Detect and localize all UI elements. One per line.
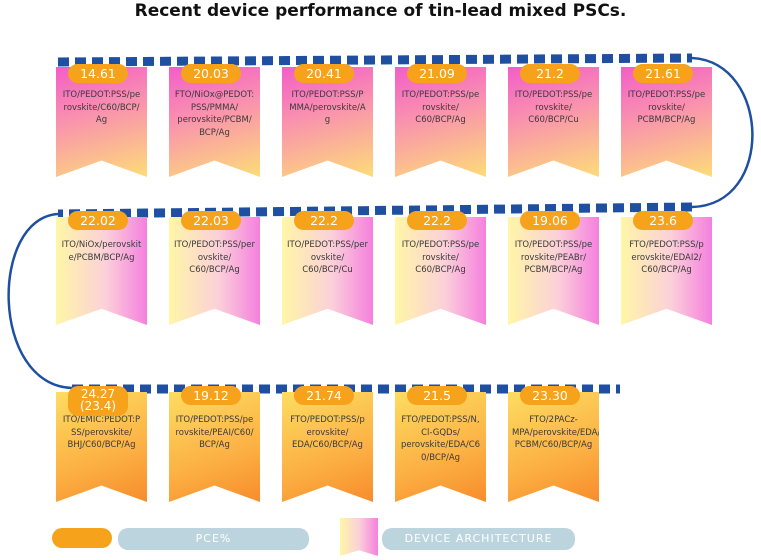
architecture-text: FTO/NiOx@PEDOT: PSS/PMMA/ perovskite/PCB… [174,90,255,138]
diagram-title: Recent device performance of tin-lead mi… [134,1,627,21]
architecture-card: ITO/PEDOT:PSS/pe rovskite/PEABr/ PCBM/BC… [508,217,599,325]
architecture-text: ITO/PEDOT:PSS/P MMA/perovskite/A g [289,90,366,125]
legend-architecture-label: DEVICE ARCHITECTURE [382,528,575,550]
architecture-card: ITO/PEDOT:PSS/pe rovskite/ C60/BCP/Ag [395,67,486,177]
architecture-card: ITO/PEDOT:PSS/pe rovskite/C60/BCP/ Ag [56,67,147,177]
architecture-text: ITO/EMIC:PEDOT:P SS/perovskite/ BHJ/C60/… [62,415,141,450]
architecture-text: FTO/PEDOT:PSS/p erovskite/EDAI2/ C60/BCP… [629,240,704,275]
architecture-card: FTO/PEDOT:PSS/N, Cl-GQDs/ perovskite/EDA… [395,392,486,502]
pce-badge: 19.06 [520,211,580,230]
pce-badge: 23.6 [633,211,693,230]
architecture-card: FTO/NiOx@PEDOT: PSS/PMMA/ perovskite/PCB… [169,67,260,177]
pce-badge: 22.2 [407,211,467,230]
pce-badge: 24.27 (23.4) [68,386,128,416]
architecture-text: FTO/PEDOT:PSS/p erovskite/ EDA/C60/BCP/A… [290,415,365,450]
architecture-card: ITO/PEDOT:PSS/per ovskite/ C60/BCP/Cu [282,217,373,325]
architecture-card: ITO/PEDOT:PSS/pe rovskite/PEAI/C60/ BCP/… [169,392,260,502]
legend-architecture-swatch [340,518,378,556]
pce-badge: 19.12 [181,386,241,405]
architecture-text: FTO/2PACz- MPA/perovskite/EDA/ PCBM/C60/… [512,415,601,450]
architecture-text: ITO/PEDOT:PSS/per ovskite/ C60/BCP/Ag [173,240,255,275]
pce-badge: 21.09 [407,64,467,83]
pce-badge: 14.61 [68,64,128,83]
architecture-text: ITO/PEDOT:PSS/pe rovskite/ C60/BCP/Cu [514,90,593,125]
pce-badge: 22.02 [68,211,128,230]
pce-badge: 20.41 [294,64,354,83]
architecture-text: ITO/PEDOT:PSS/per ovskite/ C60/BCP/Cu [286,240,368,275]
architecture-card: ITO/NiOx/perovskit e/PCBM/BCP/Ag [56,217,147,325]
architecture-text: ITO/NiOx/perovskit e/PCBM/BCP/Ag [61,240,142,263]
architecture-text: ITO/PEDOT:PSS/pe rovskite/PEAI/C60/ BCP/… [175,415,254,450]
pce-badge: 21.61 [633,64,693,83]
architecture-card: ITO/PEDOT:PSS/pe rovskite/ PCBM/BCP/Ag [621,67,712,177]
architecture-card: ITO/PEDOT:PSS/pe rovskite/ C60/BCP/Cu [508,67,599,177]
architecture-card: FTO/PEDOT:PSS/p erovskite/EDAI2/ C60/BCP… [621,217,712,325]
pce-badge: 22.2 [294,211,354,230]
architecture-card: FTO/PEDOT:PSS/p erovskite/ EDA/C60/BCP/A… [282,392,373,502]
pce-badge: 21.74 [294,386,354,405]
legend-pce-label: PCE% [118,528,309,550]
architecture-text: ITO/PEDOT:PSS/pe rovskite/ PCBM/BCP/Ag [627,90,706,125]
architecture-text: ITO/PEDOT:PSS/pe rovskite/ C60/BCP/Ag [401,240,480,275]
architecture-text: ITO/PEDOT:PSS/pe rovskite/PEABr/ PCBM/BC… [514,240,593,275]
architecture-text: ITO/PEDOT:PSS/pe rovskite/C60/BCP/ Ag [62,90,141,125]
architecture-text: ITO/PEDOT:PSS/pe rovskite/ C60/BCP/Ag [401,90,480,125]
pce-badge: 22.03 [181,211,241,230]
architecture-card: FTO/2PACz- MPA/perovskite/EDA/ PCBM/C60/… [508,392,599,502]
pce-badge: 21.5 [407,386,467,405]
architecture-text: FTO/PEDOT:PSS/N, Cl-GQDs/ perovskite/EDA… [400,415,481,463]
architecture-card: ITO/PEDOT:PSS/per ovskite/ C60/BCP/Ag [169,217,260,325]
legend-pce-swatch [52,528,112,548]
architecture-card: ITO/PEDOT:PSS/P MMA/perovskite/A g [282,67,373,177]
pce-badge: 21.2 [520,64,580,83]
pce-badge: 23.30 [520,386,580,405]
pce-badge: 20.03 [181,64,241,83]
architecture-card: ITO/PEDOT:PSS/pe rovskite/ C60/BCP/Ag [395,217,486,325]
